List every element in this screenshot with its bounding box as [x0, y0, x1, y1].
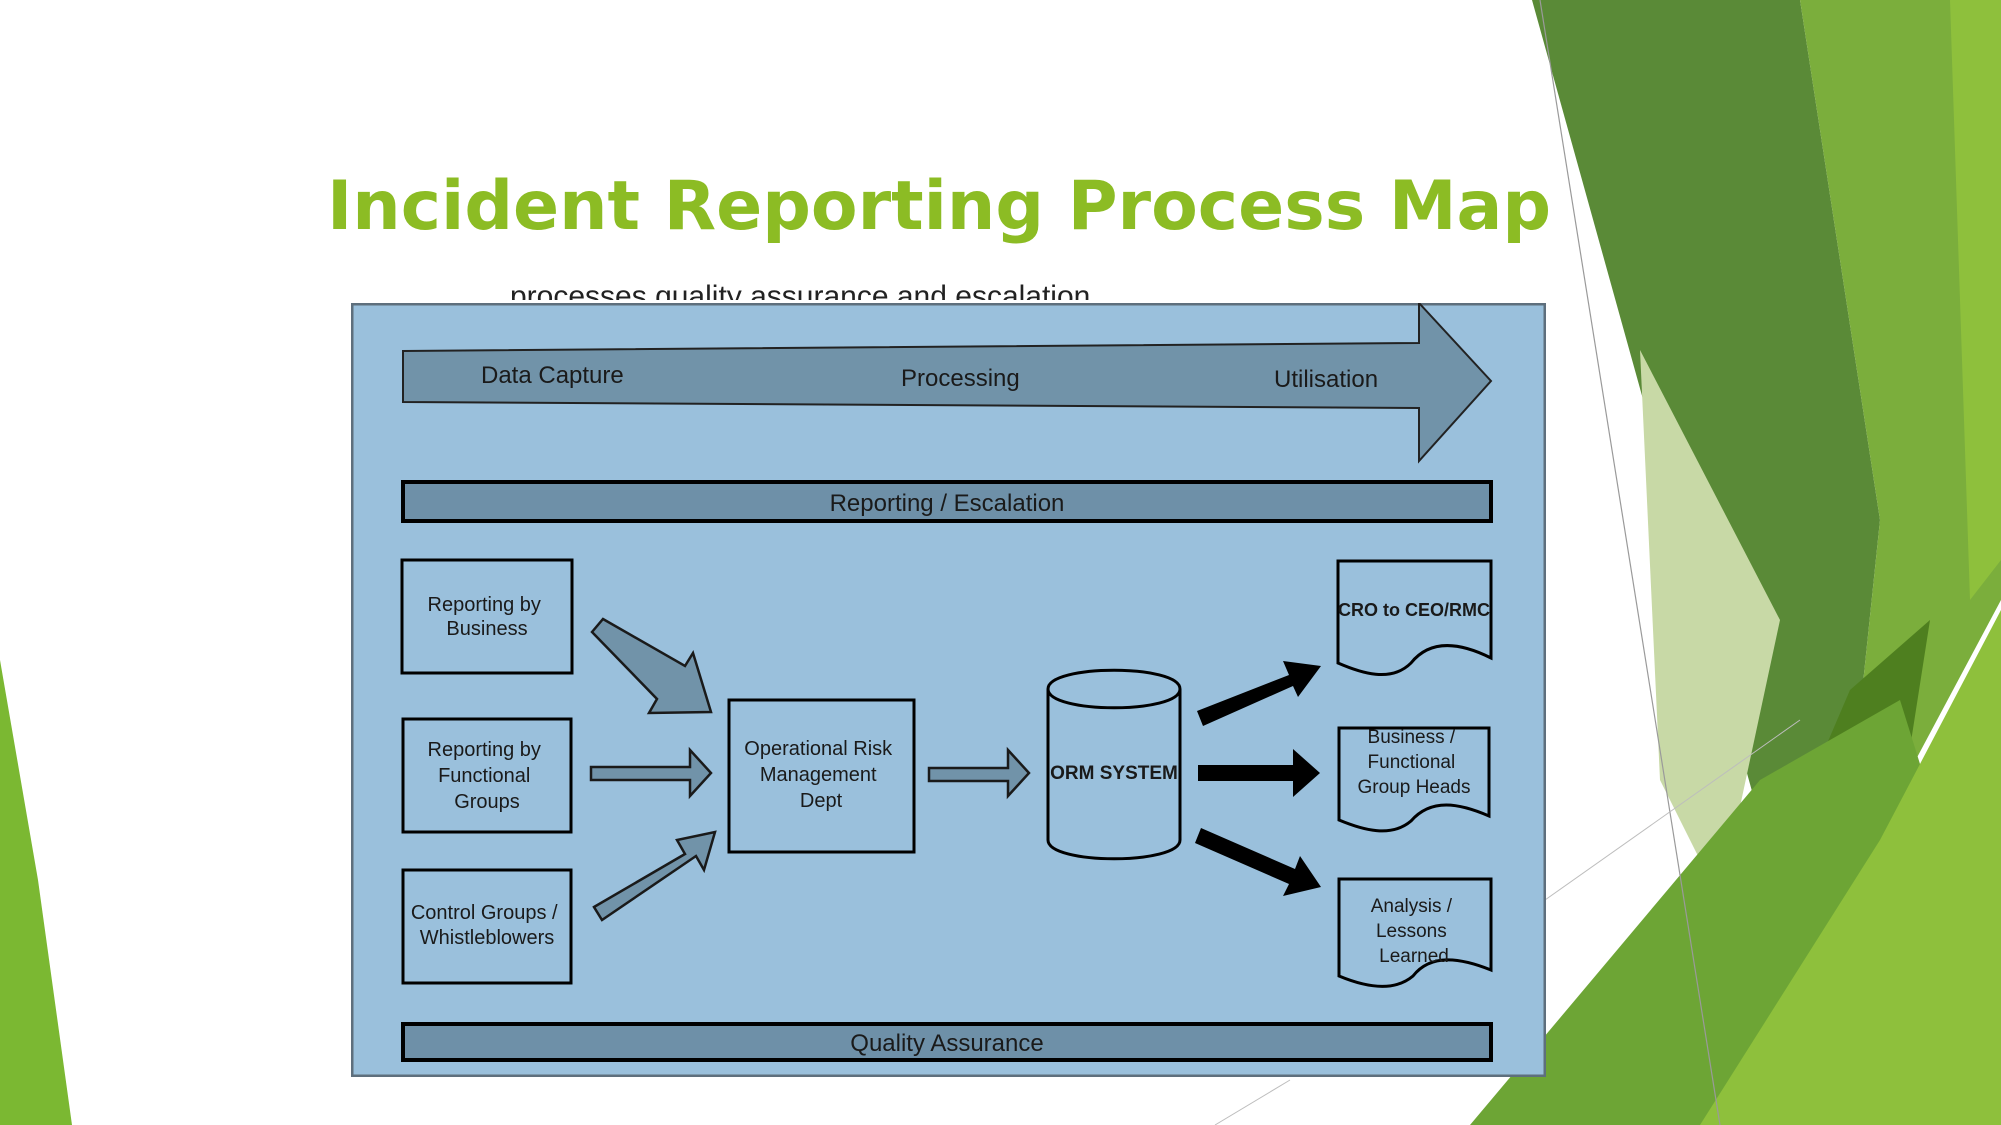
orm-department-label: Operational Risk Management Dept	[744, 738, 897, 812]
cutoff-caption-text: processes quality assurance and escalati…	[510, 280, 1099, 300]
phase-stage-processing: Processing	[901, 365, 1020, 392]
green-facet-left	[0, 660, 72, 1125]
thin-line-decor-2	[1544, 719, 1801, 901]
incident-process-diagram: Data Capture Processing Utilisation Repo…	[351, 303, 1546, 1077]
output-doc-cro-label: CRO to CEO/RMC	[1338, 600, 1490, 620]
orm-department-line-2: Management	[760, 764, 877, 786]
source-control-line-2: Whistleblowers	[420, 927, 554, 949]
output-doc-business-heads	[1337, 726, 1491, 833]
output-doc-analysis-label: Analysis / Lessons Learned	[1371, 896, 1458, 967]
orm-system-cylinder	[1046, 668, 1182, 861]
phase-stage-utilisation: Utilisation	[1274, 366, 1378, 393]
arrow-orm-to-system	[927, 746, 1031, 800]
green-facet-right-light	[1800, 0, 2001, 780]
arrow-functional-to-orm	[589, 746, 713, 800]
output-analysis-line-1: Analysis /	[1371, 896, 1453, 917]
orm-department-line-3: Dept	[800, 790, 843, 812]
output-analysis-line-3: Learned	[1379, 946, 1449, 967]
green-facet-right-bright	[1950, 0, 2001, 600]
arrow-system-to-business-heads	[1198, 749, 1320, 797]
source-box-business-label: Reporting by Business	[428, 594, 547, 640]
source-control-line-1: Control Groups /	[411, 902, 558, 924]
source-business-line-2: Business	[446, 618, 527, 640]
thin-line-decor	[1539, 0, 1721, 1125]
source-box-control-groups	[401, 868, 573, 985]
quality-assurance-label: Quality Assurance	[850, 1030, 1043, 1057]
output-doc-cro	[1336, 559, 1493, 677]
arrow-system-to-analysis	[1195, 828, 1321, 896]
source-functional-line-2: Functional	[438, 765, 530, 787]
output-doc-business-heads-label: Business / Functional Group Heads	[1357, 727, 1470, 798]
output-business-line-1: Business /	[1368, 727, 1456, 748]
reporting-escalation-label: Reporting / Escalation	[830, 490, 1065, 517]
quality-assurance-band	[401, 1022, 1493, 1062]
green-facet-right-pale	[1640, 350, 1780, 900]
orm-system-cylinder-rim	[1046, 688, 1182, 710]
green-facet-bottom-bright	[1700, 610, 2001, 1125]
orm-department-box	[727, 698, 916, 854]
reporting-escalation-band	[401, 480, 1493, 523]
source-box-business	[400, 558, 574, 675]
source-functional-line-3: Groups	[454, 791, 520, 813]
phase-stage-data-capture: Data Capture	[481, 362, 624, 389]
orm-system-label: ORM SYSTEM	[1050, 763, 1178, 784]
source-box-functional-groups	[401, 717, 573, 834]
arrow-control-to-orm	[592, 830, 717, 922]
output-analysis-line-2: Lessons	[1376, 921, 1447, 942]
source-functional-line-1: Reporting by	[428, 739, 541, 761]
output-business-line-2: Functional	[1368, 752, 1456, 773]
arrow-system-to-cro	[1197, 661, 1321, 726]
source-box-functional-label: Reporting by Functional Groups	[428, 739, 547, 813]
thin-line-decor-3	[1214, 1079, 1291, 1125]
source-business-line-1: Reporting by	[428, 594, 541, 616]
source-box-control-label: Control Groups / Whistleblowers	[411, 902, 563, 949]
output-cro-line-1: CRO to CEO/RMC	[1338, 600, 1490, 620]
output-business-line-3: Group Heads	[1357, 777, 1470, 798]
phase-arrow-shape	[402, 303, 1493, 464]
slide-title: Incident Reporting Process Map	[327, 167, 1552, 246]
cutoff-caption: processes quality assurance and escalati…	[510, 270, 1210, 300]
arrow-business-to-orm	[590, 617, 713, 715]
output-doc-analysis	[1337, 877, 1493, 988]
green-facet-right-dark	[1532, 0, 1880, 820]
orm-department-line-1: Operational Risk	[744, 738, 893, 760]
